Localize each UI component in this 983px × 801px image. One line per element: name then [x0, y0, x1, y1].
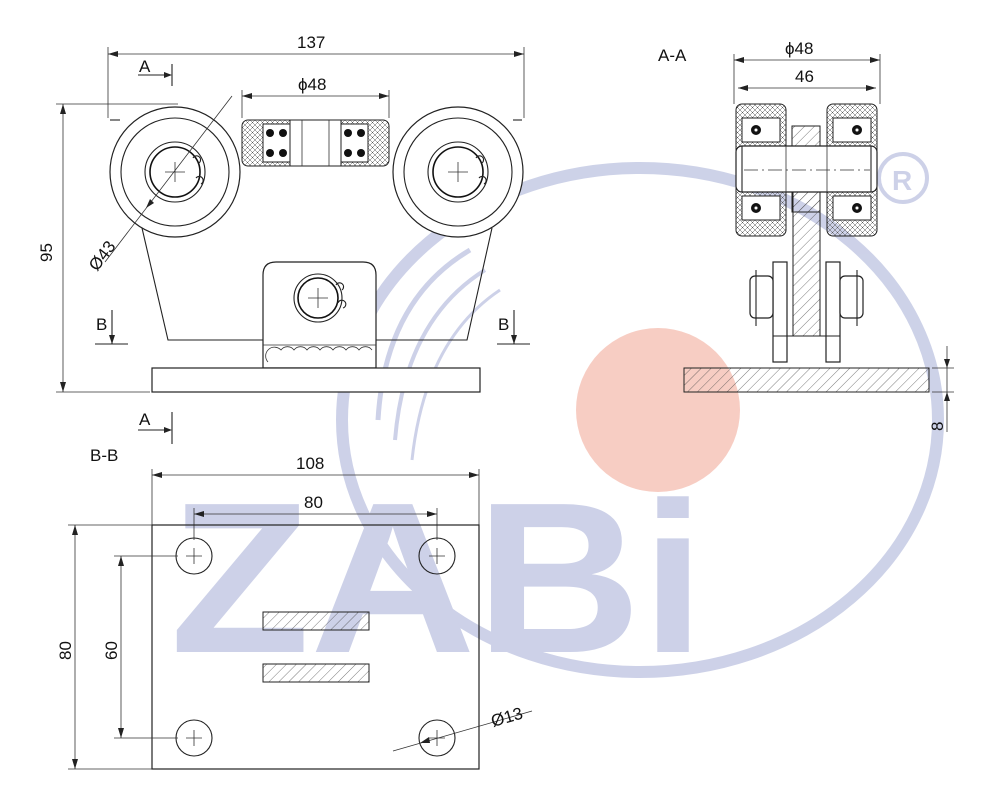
view-bb-label: B-B: [90, 446, 118, 465]
section-view-bb: B-B 108 80 80: [56, 446, 533, 770]
section-b-right: B: [498, 315, 509, 334]
dimension-95: 95: [37, 243, 56, 262]
watermark-brand-text: ZABi: [170, 457, 705, 698]
dimension-phi13: Ø13: [489, 704, 525, 731]
right-wheel: [392, 106, 524, 238]
section-view-aa: A-A ϕ48 46: [658, 39, 954, 432]
dimension-phi43: Ø43: [85, 237, 120, 274]
base-plate-section: [683, 367, 930, 393]
dimension-phi48-front: ϕ48: [298, 75, 326, 94]
watermark-orbit: [336, 162, 944, 678]
base-plate-top: [151, 524, 480, 770]
dimension-108: 108: [296, 454, 324, 473]
weld-slot-bottom: [262, 663, 370, 683]
weld-slot-top: [262, 611, 370, 631]
section-a-top: A: [139, 57, 151, 76]
section-b-left: B: [96, 315, 107, 334]
bracket: [262, 261, 377, 369]
front-view: 137 A ϕ48 95: [37, 33, 530, 444]
left-wheel: [109, 106, 241, 238]
base-plate-front: [151, 367, 481, 393]
view-aa-label: A-A: [658, 46, 687, 65]
dimension-46: 46: [795, 67, 814, 86]
dimension-80-vertical: 80: [56, 641, 75, 660]
dimension-80-horizontal: 80: [304, 493, 323, 512]
registered-mark: ® R: [877, 152, 929, 204]
dimension-137: 137: [297, 33, 325, 52]
section-a-bottom: A: [139, 410, 151, 429]
svg-text:R: R: [892, 165, 912, 196]
center-roller: [241, 119, 390, 167]
dimension-60: 60: [102, 641, 121, 660]
watermark: ZABi ® R: [170, 152, 944, 698]
dimension-phi48-side: ϕ48: [785, 39, 813, 58]
dimension-8: 8: [928, 422, 947, 431]
